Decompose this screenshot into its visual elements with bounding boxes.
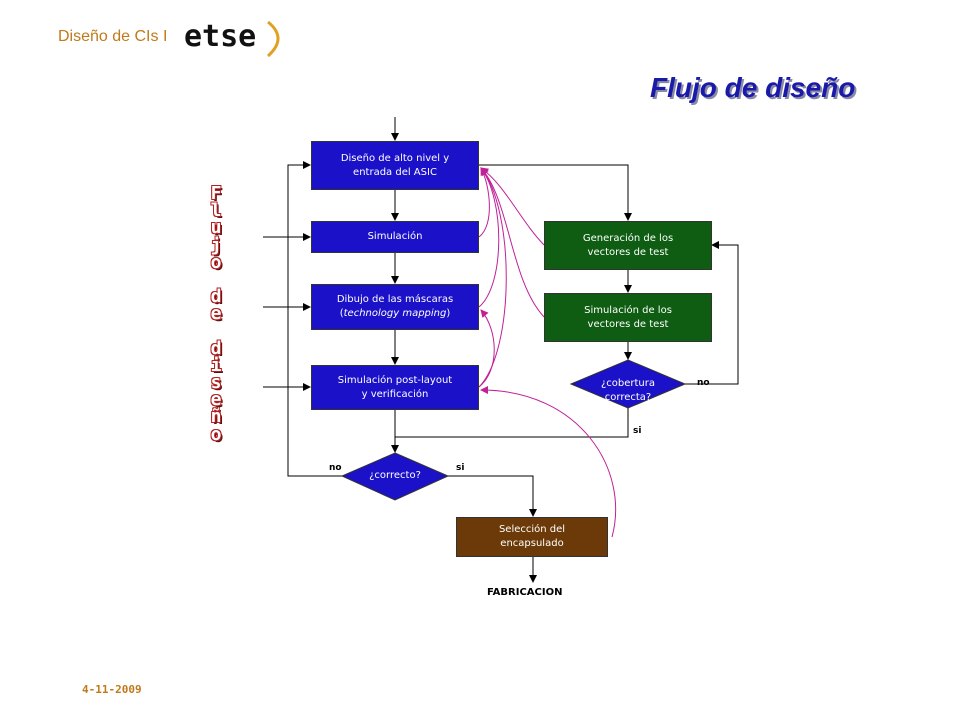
coverage-si-label: si (633, 426, 642, 436)
vertical-title-letter: o (210, 251, 222, 273)
simulation-label: Simulación (367, 231, 423, 242)
design-line2: entrada del ASIC (353, 166, 437, 178)
postlayout-line2: y verificación (361, 388, 429, 400)
coverage-line2: correcta? (604, 392, 652, 403)
coverage-label: ¿cobertura correcta? (578, 377, 678, 405)
vertical-title-letter: F (210, 183, 222, 204)
sim-vectors-line2: vectores de test (587, 318, 669, 330)
correct-si-label: si (456, 463, 465, 473)
coverage-no-label: no (697, 378, 710, 388)
vertical-title-letter: j (210, 234, 222, 256)
vertical-title: F l u j o d e d i s e ñ o (196, 183, 236, 445)
postlayout-line1: Simulación post-layout (337, 374, 453, 386)
vertical-title-letter: ñ (210, 406, 222, 428)
vertical-title-letter: l (210, 200, 222, 222)
sim-vectors-line1: Simulación de los (584, 304, 672, 316)
etse-logo: etse (184, 19, 280, 58)
gen-vectors-line2: vectores de test (587, 246, 669, 258)
masks-line2: (technology mapping) (340, 307, 451, 321)
vertical-title-letter: i (210, 354, 222, 376)
vertical-title-letter: e (210, 389, 222, 411)
masks-italic: technology mapping (343, 308, 447, 319)
slide-title: Flujo de diseño (650, 72, 856, 103)
package-line2: encapsulado (500, 538, 564, 549)
course-title: Diseño de CIs I (58, 28, 168, 45)
postlayout-box: Simulación post-layout y verificación (311, 365, 479, 410)
gen-vectors-line1: Generación de los (582, 232, 674, 244)
vertical-title-letter: o (210, 423, 222, 445)
correct-label: ¿correcto? (369, 470, 421, 481)
masks-box: Dibujo de las máscaras (technology mappi… (311, 284, 479, 330)
design-box: Diseño de alto nivel y entrada del ASIC (311, 141, 479, 190)
masks-paren-close: ) (446, 308, 451, 319)
logo-text: etse (184, 19, 256, 54)
vertical-title-letter: d (210, 286, 222, 308)
simulation-box: Simulación (311, 221, 479, 253)
vertical-title-letter: s (210, 372, 222, 394)
vertical-title-letter: e (210, 303, 222, 325)
fabrication-label: FABRICACION (487, 587, 563, 598)
vertical-title-letter: u (210, 217, 222, 239)
gen-vectors-box: Generación de los vectores de test (544, 221, 712, 270)
vertical-title-letter: d (210, 337, 222, 359)
footer-date: 4-11-2009 (82, 683, 142, 696)
coverage-line1: ¿cobertura (600, 378, 656, 389)
package-line1: Selección del (498, 524, 566, 535)
correct-diamond (340, 452, 450, 501)
sim-vectors-box: Simulación de los vectores de test (544, 293, 712, 342)
package-box: Selección del encapsulado (456, 517, 608, 557)
masks-paren-open: ( (339, 308, 344, 319)
correct-no-label: no (329, 463, 342, 473)
design-line1: Diseño de alto nivel y (340, 152, 450, 164)
masks-line1: Dibujo de las máscaras (336, 294, 454, 305)
